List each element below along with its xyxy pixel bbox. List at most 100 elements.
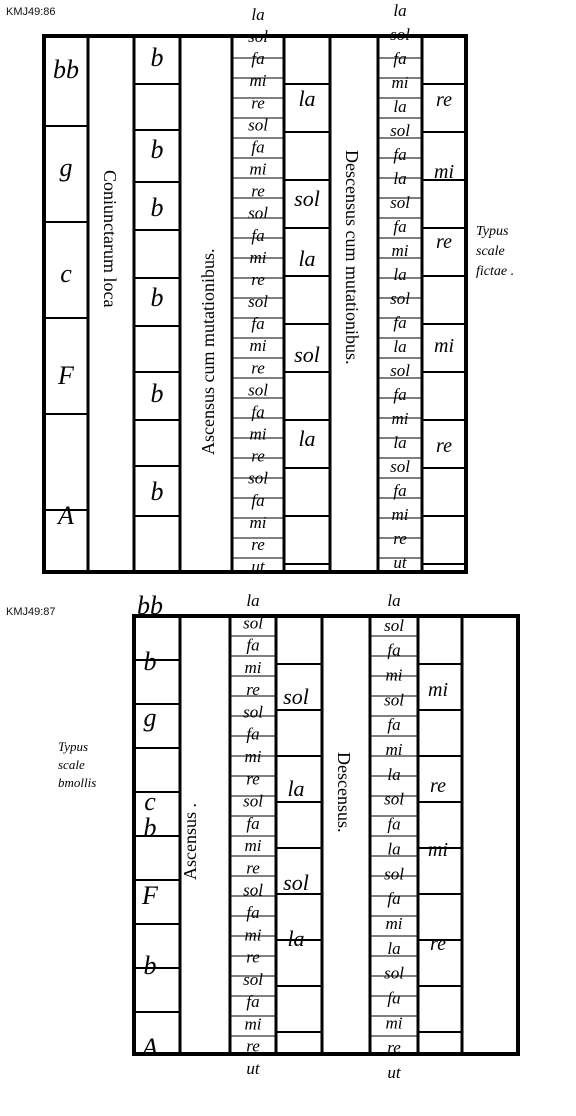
solmization-syllable: fa xyxy=(393,217,406,236)
solmization-syllable: sol xyxy=(248,380,268,399)
solmization-syllable: la xyxy=(246,591,259,610)
figure1-side-label: Typus scale fictae . xyxy=(476,222,514,282)
solmization-syllable: la xyxy=(387,765,400,784)
solmization-syllable: fa xyxy=(393,313,406,332)
solmization-syllable: sol xyxy=(390,193,410,212)
solmization-syllable: fa xyxy=(393,385,406,404)
figure2-side-label: Typus scale bmollis xyxy=(58,738,96,792)
solmization-syllable: mi xyxy=(245,747,262,766)
solmization-syllable: la xyxy=(387,839,400,858)
solmization-syllable: sol xyxy=(390,361,410,380)
solmization-syllable: re xyxy=(246,1037,260,1056)
mutation-syllable: re xyxy=(436,435,452,457)
mutation-syllable: mi xyxy=(428,679,448,701)
solmization-syllable: mi xyxy=(250,160,267,179)
solmization-syllable: sol xyxy=(248,27,268,46)
mutation-syllable: mi xyxy=(434,161,454,183)
solmization-syllable: re xyxy=(251,358,265,377)
solmization-syllable: sol xyxy=(390,457,410,476)
figure2-ascent-syllables: lasolfamiresolfamiresolfamiresolfamireso… xyxy=(243,591,263,1078)
figure1-ascent-syllables: lasolfamiresolfamiresolfamiresolfamireso… xyxy=(248,5,268,576)
solmization-syllable: sol xyxy=(390,25,410,44)
solmization-syllable: sol xyxy=(384,616,404,635)
solmization-syllable: sol xyxy=(248,204,268,223)
solmization-syllable: la xyxy=(387,591,400,610)
solmization-syllable: sol xyxy=(384,964,404,983)
ascent-with-mutations-label: Ascensus cum mutationibus. xyxy=(198,249,218,455)
solmization-syllable: mi xyxy=(392,241,409,260)
flat-sign: b xyxy=(151,477,164,506)
conjunctions-label: Coniunctarum loca xyxy=(100,170,120,307)
solmization-syllable: mi xyxy=(245,836,262,855)
solmization-syllable: re xyxy=(251,270,265,289)
clef-letter: bb xyxy=(53,55,79,84)
solmization-syllable: mi xyxy=(386,666,403,685)
solmization-syllable: fa xyxy=(393,481,406,500)
solmization-syllable: mi xyxy=(392,409,409,428)
figure2-row-lines xyxy=(134,635,462,1037)
solmization-syllable: ut xyxy=(387,1063,402,1082)
side-label-line: scale xyxy=(476,244,505,259)
solmization-syllable: mi xyxy=(250,425,267,444)
mutation-syllable: mi xyxy=(428,839,448,861)
solmization-syllable: fa xyxy=(251,491,264,510)
figure1-caption: KMJ49:86 xyxy=(6,6,56,18)
solmization-syllable: re xyxy=(246,948,260,967)
ascent-label: Ascensus . xyxy=(180,803,200,880)
solmization-syllable: ut xyxy=(393,553,408,572)
mutation-syllable: la xyxy=(287,776,304,801)
figure2-descent-syllables: lasolfamisolfamilasolfalasolfamilasolfam… xyxy=(384,591,404,1082)
flat-sign: b xyxy=(151,193,164,222)
solmization-syllable: la xyxy=(393,337,406,356)
flat-sign: b xyxy=(151,43,164,72)
solmization-syllable: sol xyxy=(243,702,263,721)
solmization-syllable: sol xyxy=(384,864,404,883)
solmization-syllable: mi xyxy=(392,505,409,524)
solmization-syllable: re xyxy=(246,769,260,788)
solmization-syllable: sol xyxy=(243,970,263,989)
solmization-syllable: fa xyxy=(387,715,400,734)
solmization-syllable: sol xyxy=(390,289,410,308)
clef-letter: c xyxy=(144,787,156,816)
solmization-syllable: mi xyxy=(245,1014,262,1033)
solmization-syllable: la xyxy=(393,433,406,452)
solmization-syllable: fa xyxy=(387,889,400,908)
solmization-syllable: ut xyxy=(251,557,266,576)
solmization-syllable: mi xyxy=(245,658,262,677)
clef-letter: b xyxy=(144,951,157,980)
descent-with-mutations-label: Descensus cum mutationibus. xyxy=(342,150,362,364)
solmization-syllable: sol xyxy=(248,469,268,488)
solmization-syllable: sol xyxy=(243,613,263,632)
mutation-syllable: re xyxy=(436,89,452,111)
mutation-syllable: sol xyxy=(283,870,309,895)
solmization-syllable: fa xyxy=(251,137,264,156)
solmization-syllable: fa xyxy=(246,903,259,922)
solmization-syllable: mi xyxy=(386,740,403,759)
figure1-row-lines xyxy=(44,57,466,565)
mutation-syllable: la xyxy=(298,86,315,111)
clef-letter: F xyxy=(141,881,159,910)
flat-sign: b xyxy=(151,283,164,312)
clef-letter: A xyxy=(56,501,74,530)
solmization-syllable: ut xyxy=(246,1059,261,1078)
descent-label: Descensus. xyxy=(334,752,354,832)
clef-letter: c xyxy=(60,259,72,288)
solmization-syllable: fa xyxy=(251,402,264,421)
solmization-syllable: la xyxy=(393,97,406,116)
mutation-syllable: sol xyxy=(283,684,309,709)
solmization-syllable: fa xyxy=(251,314,264,333)
solmization-syllable: re xyxy=(251,182,265,201)
solmization-syllable: fa xyxy=(251,49,264,68)
clef-letter: b xyxy=(144,647,157,676)
solmization-syllable: la xyxy=(393,265,406,284)
solmization-syllable: fa xyxy=(393,49,406,68)
solmization-syllable: la xyxy=(393,169,406,188)
